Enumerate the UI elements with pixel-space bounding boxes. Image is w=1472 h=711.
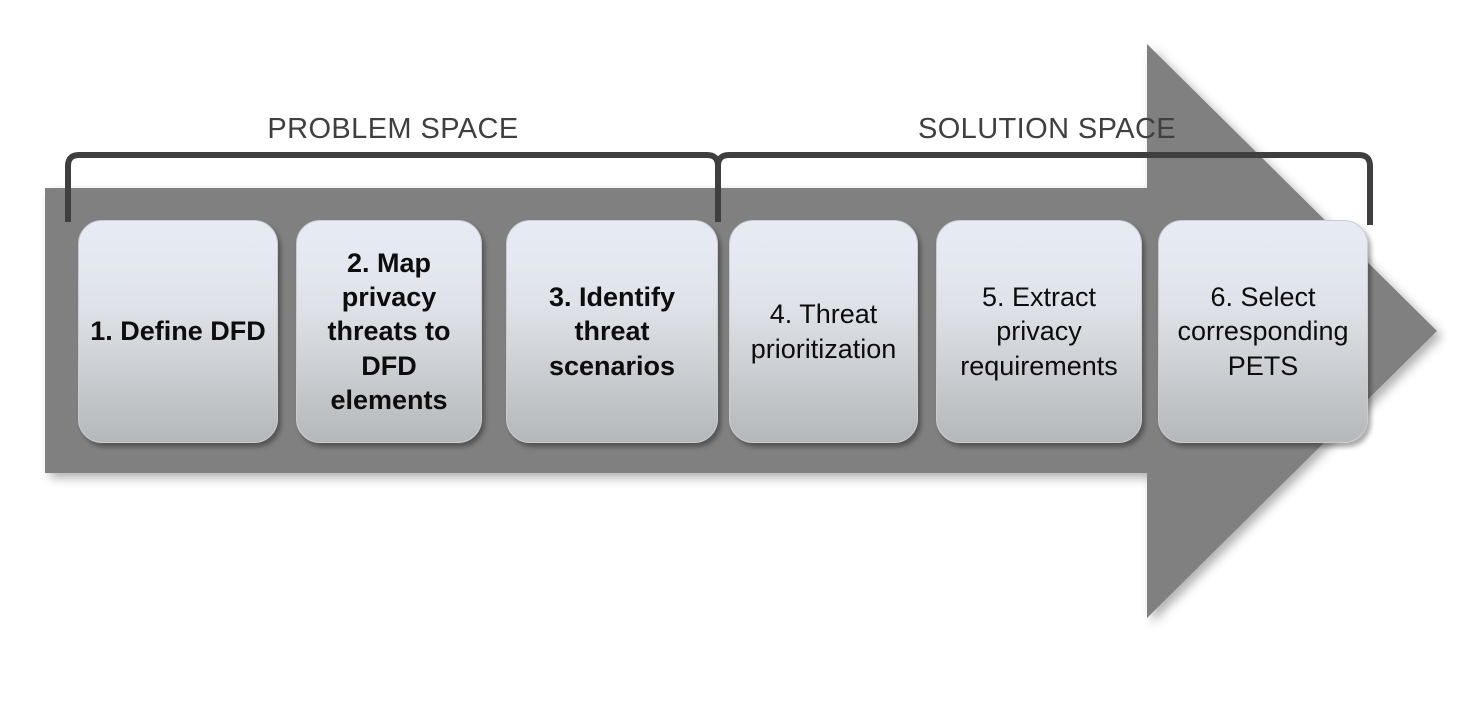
brace-problem-space — [65, 152, 1373, 225]
step-label-3: 3. Identify threat scenarios — [548, 282, 676, 381]
step-label-5: 5. Extract privacy requirements — [960, 282, 1118, 381]
step-box-4[interactable]: 4. Threat prioritization — [729, 220, 918, 443]
step-box-1[interactable]: 1. Define DFD — [78, 220, 278, 443]
step-label-2: 2. Map privacy threats to DFD elements — [327, 247, 451, 415]
step-box-5[interactable]: 5. Extract privacy requirements — [936, 220, 1142, 443]
step-box-3[interactable]: 3. Identify threat scenarios — [506, 220, 718, 443]
phase-label-problem-space: PROBLEM SPACE — [267, 113, 519, 145]
phase-label-solution-space: SOLUTION SPACE — [917, 113, 1177, 145]
step-box-2[interactable]: 2. Map privacy threats to DFD elements — [296, 220, 482, 443]
step-label-4: 4. Threat prioritization — [750, 299, 897, 364]
step-label-1: 1. Define DFD — [90, 316, 266, 347]
step-label-6: 6. Select corresponding PETS — [1177, 282, 1349, 381]
step-box-6[interactable]: 6. Select corresponding PETS — [1158, 220, 1368, 443]
